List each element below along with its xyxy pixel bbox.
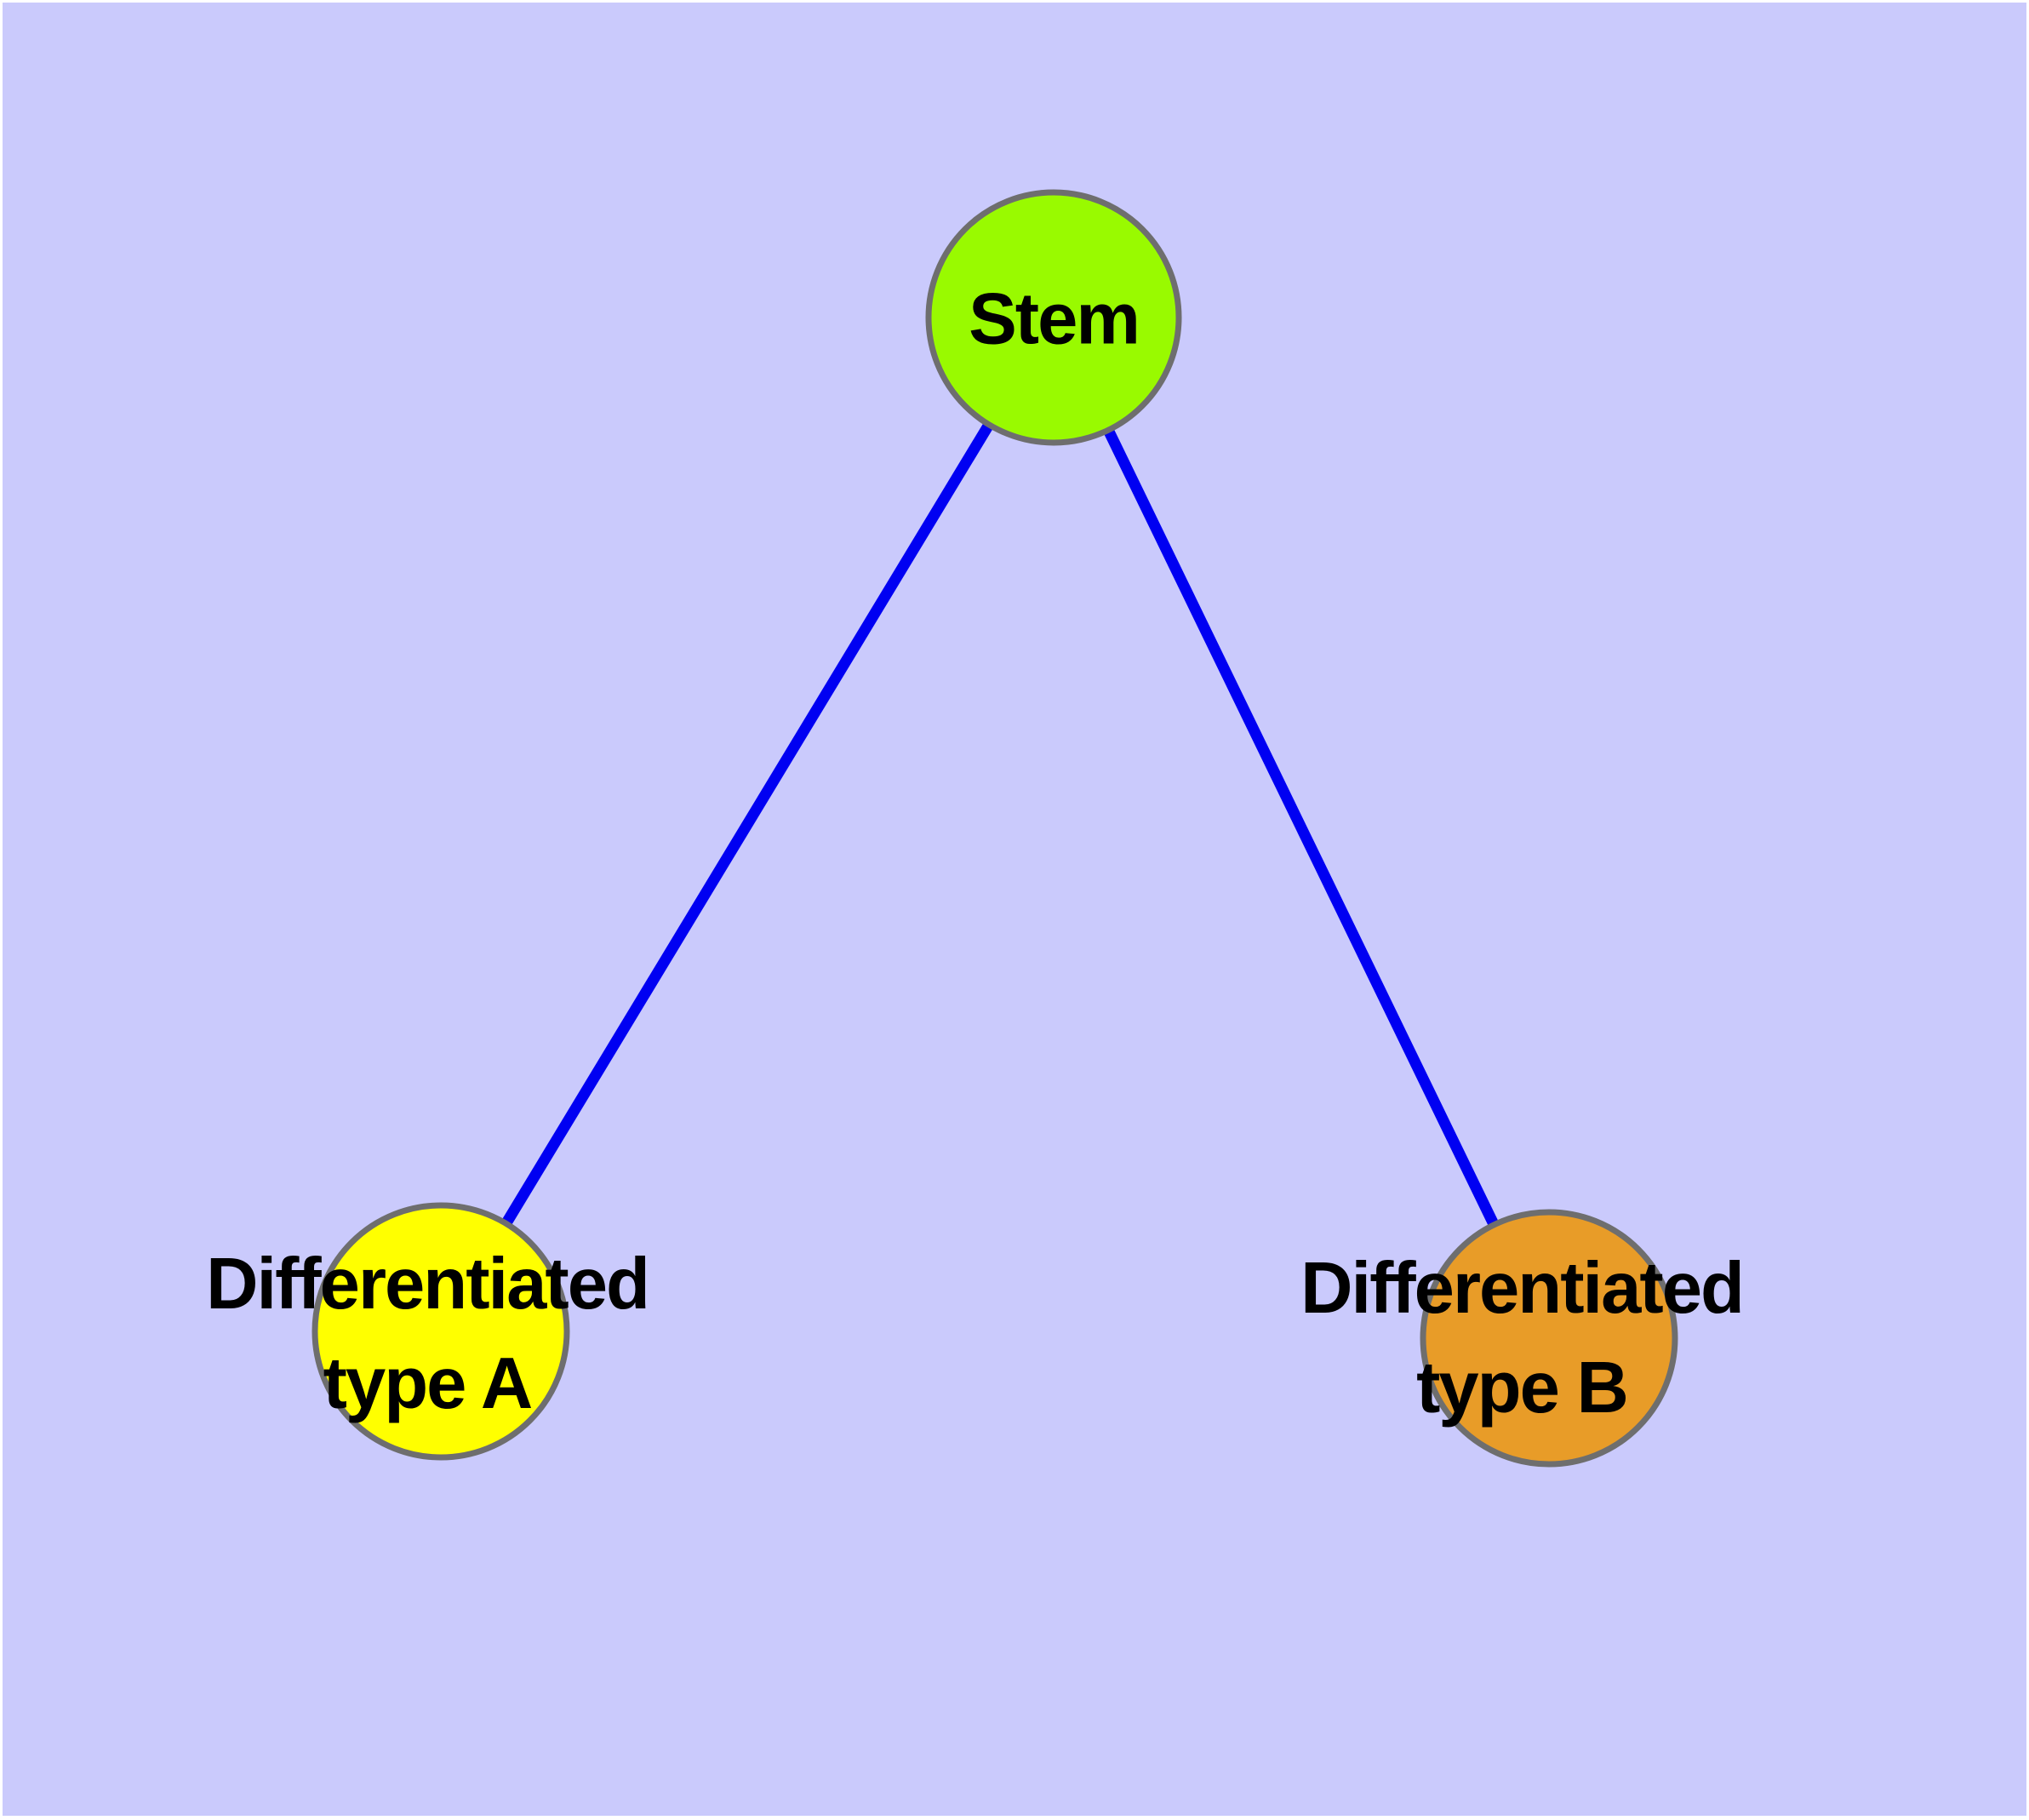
node-type-b-circle <box>1420 1209 1678 1468</box>
node-type-a-circle <box>311 1202 570 1461</box>
node-type-a-label: Differentiated type A <box>206 1244 650 1424</box>
edge-stem-to-type-b <box>1049 315 1554 1341</box>
edge-stem-to-type-a <box>436 314 1059 1335</box>
node-stem-circle <box>925 189 1182 446</box>
node-stem-label: Stem <box>969 278 1140 360</box>
node-type-b-label: Differentiated type B <box>1300 1248 1745 1428</box>
